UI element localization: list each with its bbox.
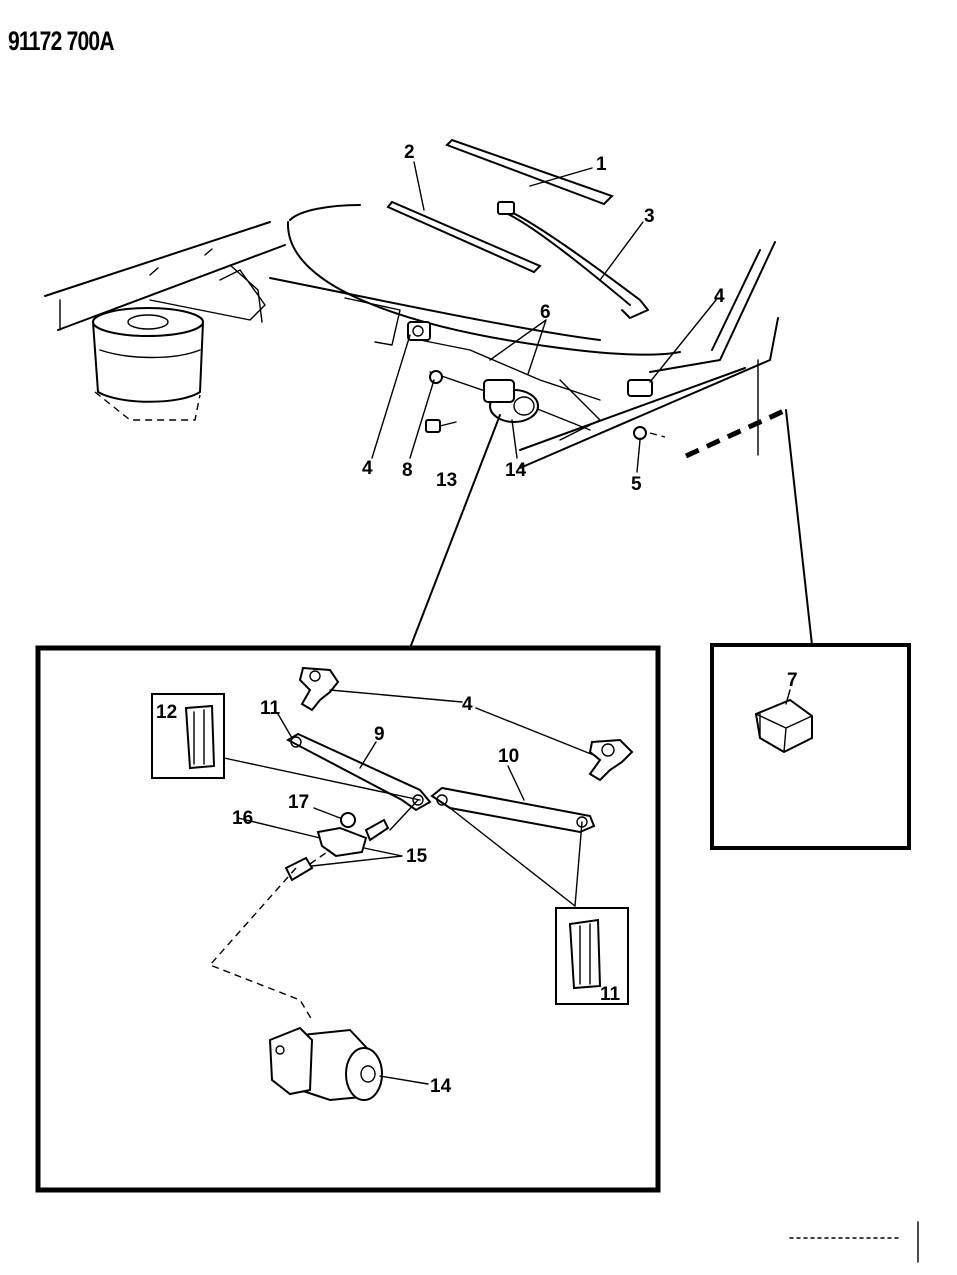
callout-9: 9 bbox=[374, 724, 385, 745]
bushing-inset-12 bbox=[151, 693, 225, 779]
linkage-detail-drawing bbox=[208, 666, 634, 1102]
callout-4-detail: 4 bbox=[462, 694, 473, 715]
callout-2: 2 bbox=[404, 142, 415, 163]
callout-8: 8 bbox=[402, 460, 413, 481]
callout-5: 5 bbox=[631, 474, 642, 495]
callout-3: 3 bbox=[644, 206, 655, 227]
callout-6: 6 bbox=[540, 302, 551, 323]
linkage-detail-box bbox=[35, 645, 661, 1193]
callout-17: 17 bbox=[288, 792, 309, 813]
callout-10: 10 bbox=[498, 746, 519, 767]
callout-7: 7 bbox=[787, 670, 798, 691]
callout-13: 13 bbox=[436, 470, 457, 491]
module-detail-box bbox=[710, 643, 911, 850]
callout-14-detail: 14 bbox=[430, 1076, 452, 1097]
callout-11-detail: 11 bbox=[260, 698, 281, 719]
vehicle-cowl-overview bbox=[44, 138, 813, 646]
top-leader-lines bbox=[371, 161, 717, 649]
callout-1: 1 bbox=[596, 154, 607, 175]
callout-16: 16 bbox=[232, 808, 253, 829]
callout-12: 12 bbox=[156, 702, 177, 723]
callout-11-inset: 11 bbox=[600, 984, 621, 1005]
callout-4-top-left: 4 bbox=[362, 458, 373, 479]
callout-14-top: 14 bbox=[505, 460, 527, 481]
callout-4-top-right: 4 bbox=[714, 286, 725, 307]
bushing-inset-11 bbox=[555, 907, 629, 1005]
wiper-module bbox=[754, 689, 813, 754]
callout-15: 15 bbox=[406, 846, 428, 867]
document-number: 91172 700A bbox=[8, 26, 115, 56]
detail-leader-lines bbox=[237, 689, 597, 1085]
